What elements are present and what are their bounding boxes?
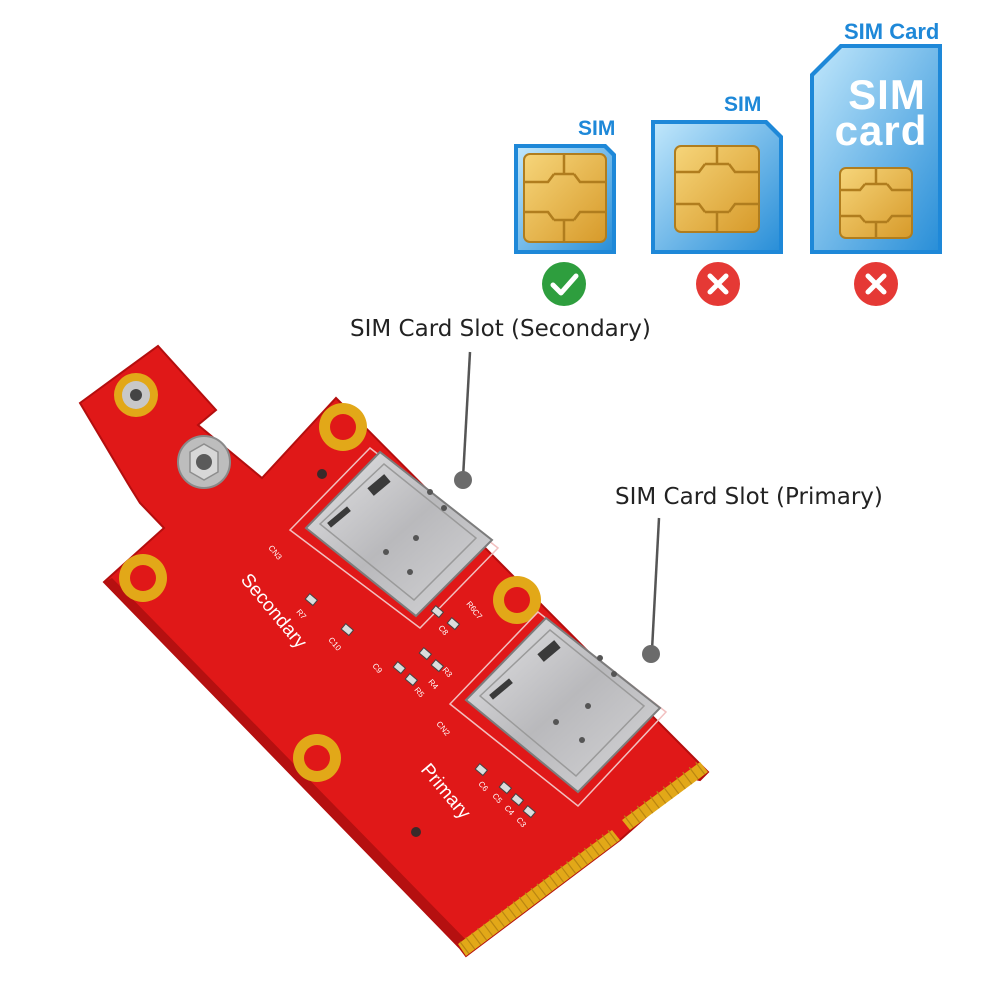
gold-finger [524, 892, 535, 906]
gold-finger [536, 883, 547, 897]
gold-finger [623, 815, 634, 828]
gold-finger [477, 928, 488, 941]
standard-sim-label: SIM Card [844, 19, 940, 44]
gold-finger [489, 919, 500, 932]
gold-finger [465, 936, 476, 950]
gold-finger [682, 771, 693, 785]
gold-finger [512, 901, 523, 914]
callout-leader-secondary [454, 351, 472, 489]
standard-sim-graphic [810, 44, 942, 254]
smd-components [304, 593, 537, 819]
sim-slot-primary [448, 610, 668, 808]
micro-sim-graphic [651, 120, 783, 254]
check-icon [541, 261, 587, 312]
gold-finger [656, 791, 667, 804]
mounting-hole-1 [319, 403, 367, 451]
micro-sim-label: SIM [724, 93, 762, 116]
mounting-hole-top-left [114, 373, 158, 417]
gold-finger [471, 932, 482, 946]
gold-finger [500, 910, 511, 923]
standard-sim-card [810, 44, 942, 254]
gold-finger [607, 829, 618, 843]
nano-sim-card [514, 144, 616, 254]
callout-primary-slot: SIM Card Slot (Primary) [615, 484, 883, 510]
gold-finger [636, 805, 647, 819]
standard-sim-inner-text-line1: SIM [848, 71, 926, 118]
gold-finger [595, 838, 606, 852]
gold-finger [583, 847, 594, 861]
gold-finger [572, 856, 582, 870]
gold-finger [530, 887, 541, 901]
gold-finger [675, 776, 686, 790]
gold-finger [649, 795, 660, 809]
edge-connector [458, 762, 708, 956]
mounting-hole-3 [493, 576, 541, 624]
micro-sim-card [651, 120, 783, 254]
gold-finger [589, 843, 600, 856]
nano-sim-label: SIM [578, 117, 616, 140]
gold-finger [518, 896, 529, 910]
gold-finger [459, 941, 470, 955]
cross-icon-standard [853, 261, 899, 312]
gold-finger [669, 781, 680, 795]
callout-secondary-slot: SIM Card Slot (Secondary) [350, 316, 651, 342]
gold-finger [630, 810, 641, 824]
mounting-hole-4 [293, 734, 341, 782]
gold-finger [577, 852, 588, 865]
gold-finger [643, 800, 654, 814]
callout-leader-primary [642, 517, 661, 663]
gold-finger [506, 905, 517, 919]
gold-finger [662, 786, 673, 799]
gold-finger [688, 766, 699, 780]
gold-finger [495, 914, 505, 928]
mounting-standoff [177, 435, 231, 489]
cross-icon-micro [695, 261, 741, 312]
gold-finger [554, 870, 565, 883]
gold-finger [542, 878, 553, 892]
nano-sim-graphic [514, 144, 616, 254]
gold-finger [483, 923, 494, 937]
gold-finger [560, 865, 571, 879]
standard-sim-inner-text-line2: card [834, 107, 928, 154]
gold-finger [566, 861, 577, 874]
mounting-hole-2 [119, 554, 167, 602]
gold-finger [601, 834, 612, 848]
gold-finger [548, 874, 559, 888]
sim-slot-secondary [288, 446, 500, 629]
gold-finger [695, 762, 706, 775]
